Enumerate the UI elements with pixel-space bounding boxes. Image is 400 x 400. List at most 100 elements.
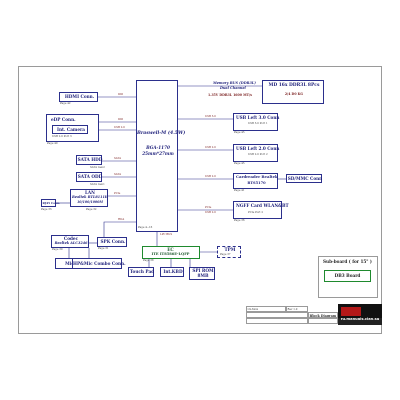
signal-hda: HDA xyxy=(118,218,125,221)
spi-rom-sub: 8MB xyxy=(197,273,209,278)
memory-chip-label: MD 16x DDR3L 8Pcs xyxy=(268,83,320,88)
sdmmc-conn-label: SD/MMC Conn xyxy=(287,176,323,181)
cpu-block: Braswell-M (4.5W) BGA-1170 25mm*27mm Pag… xyxy=(136,80,186,232)
watermark: ru.manuals.clan.su xyxy=(338,317,382,325)
titleblock-row-b xyxy=(246,318,308,324)
signal-lan-pcie: PCIe xyxy=(114,192,121,195)
signal-wlan-usb: USB 2.0 xyxy=(205,211,216,214)
usb2-sub: USB 2.0 Port 2 xyxy=(248,153,268,156)
wlan-sub: PCIe Port 2 xyxy=(248,211,264,214)
hdmi-conn-block: HDMI Conn. xyxy=(59,92,98,102)
signal-sata-hdd: SATA xyxy=(114,157,121,160)
memory-chip-block: MD 16x DDR3L 8Pcs 2/4 D0 KG xyxy=(262,80,324,104)
codec-block: Codec Realtek ALC3246 xyxy=(51,235,89,248)
db-board-label: DB3 Board xyxy=(334,273,361,278)
edp-page: Page 40 xyxy=(47,142,58,145)
lan-sub: 10/100/1000M xyxy=(77,200,103,204)
usb2-page: Page 45 xyxy=(234,162,245,165)
lan-page: Page 32 xyxy=(86,208,97,211)
ec-block: EC ITE IT8586E-LQFP xyxy=(142,246,200,259)
wlan-page: Page 36 xyxy=(234,219,245,222)
memory-bus-label: Memory BUS (DDR3L) xyxy=(213,81,256,85)
cardreader-page: Page 41 xyxy=(234,189,245,192)
signal-edp-usb: USB 2.0 xyxy=(114,126,125,129)
rj45-block: RJ45 Conn. xyxy=(41,199,60,207)
hp-mic-combo-block: HP&Mic Combo Conn. xyxy=(72,258,126,269)
codec-chip: Realtek ALC3246 xyxy=(54,241,88,245)
titleblock-row-a xyxy=(246,312,308,318)
sata-odd-label: SATA ODD xyxy=(77,174,103,179)
cpu-size: 25mm*27mm xyxy=(142,151,174,156)
usb3-conn-block: USB Left 3.0 Conn USB 3.0 Port 1 xyxy=(233,113,280,131)
ec-chip: ITE IT8586E-LQFP xyxy=(151,252,190,256)
titleblock-cell-1: LS-Xxxx xyxy=(246,306,286,312)
cpu-package: BGA-1170 xyxy=(146,145,170,150)
mic-label: Mic xyxy=(65,261,74,266)
signal-wlan-pcie: PCIe xyxy=(205,206,212,209)
signal-card-usb: USB 2.0 xyxy=(205,175,216,178)
cpu-title: Braswell-M (4.5W) xyxy=(137,131,186,136)
logo-mark xyxy=(341,307,361,316)
hp-mic-combo-label: HP&Mic Combo Conn. xyxy=(73,261,126,266)
subboard-title: Sub-board ( for 15" ) xyxy=(323,259,372,264)
lan-block: LAN Realtek RTL8111H 10/100/1000M xyxy=(70,189,108,207)
lan-label: LAN xyxy=(84,190,96,195)
touchpad-block: Touch Pad xyxy=(128,267,154,277)
usb3-conn-label: USB Left 3.0 Conn xyxy=(236,115,280,120)
edp-conn-label: eDP Conn. xyxy=(51,117,76,122)
sdmmc-conn-block: SD/MMC Conn xyxy=(286,174,322,183)
cardreader-label: Cardreader Realtek xyxy=(236,174,278,179)
hdmi-page: Page 42 xyxy=(60,102,71,105)
signal-usb30: USB 3.0 xyxy=(205,115,216,118)
rj45-label: RJ45 Conn. xyxy=(42,201,61,205)
cardreader-block: Cardreader Realtek RTS5170 xyxy=(233,173,278,189)
edp-usb-port: USB 2.0 Port 3 xyxy=(52,135,72,138)
sata-hdd-label: SATA HDD xyxy=(77,157,103,162)
cpu-page: Page 4~16 xyxy=(138,226,153,229)
cardreader-chip: RTS5170 xyxy=(247,181,266,185)
wlan-card-label: NGFF Card WLAN&BT xyxy=(236,203,289,208)
tpm-block: TPM Page 37 xyxy=(217,246,241,258)
usb3-page: Page 45 xyxy=(234,131,245,134)
sata-hdd-block: SATA HDD xyxy=(76,155,102,165)
signal-lpc: LPC BUS xyxy=(160,233,173,236)
ec-page: Page 38 xyxy=(143,259,154,262)
signal-sata-odd: SATA xyxy=(114,173,121,176)
ec-label: EC xyxy=(167,247,174,252)
spi-rom-block: SPI ROM 8MB xyxy=(189,267,215,280)
memory-channel: Dual Channel xyxy=(220,86,246,90)
signal-edp-ddi: DDI xyxy=(118,118,124,121)
lan-chip: Realtek RTL8111H xyxy=(71,195,109,199)
camera-label: Int. Camera xyxy=(57,127,85,132)
schematic-sheet xyxy=(18,66,382,334)
memory-spec: 1.35V DDR3L 1600 MT/s xyxy=(208,93,252,97)
codec-page: Page 30 xyxy=(52,248,63,251)
spk-page: Page 31 xyxy=(98,247,109,250)
codec-label: Codec xyxy=(63,236,79,241)
titleblock-cell-2: Rev 1.0 xyxy=(286,306,308,312)
memory-chip-sub: 2/4 D0 KG xyxy=(284,92,304,96)
subboard-frame: Sub-board ( for 15" ) DB3 Board xyxy=(318,256,378,298)
db-board-block: DB3 Board xyxy=(324,270,371,282)
usb2-conn-label: USB Left 2.0 Conn xyxy=(236,146,280,151)
usb3-sub: USB 3.0 Port 1 xyxy=(248,122,268,125)
sata-odd-block: SATA ODD xyxy=(76,172,102,182)
camera-block: Int. Camera xyxy=(52,125,88,134)
tpm-sub: Page 37 xyxy=(220,253,231,256)
tpm-label: TPM xyxy=(224,247,236,252)
touchpad-label: Touch Pad xyxy=(129,269,155,274)
wlan-card-block: NGFF Card WLAN&BT PCIe Port 2 xyxy=(233,201,289,219)
signal-usb20-right: USB 2.0 xyxy=(205,146,216,149)
titleblock-title: Block Diagram xyxy=(308,312,338,318)
hdmi-conn-label: HDMI Conn. xyxy=(64,94,95,99)
signal-ddi: DDI xyxy=(118,93,124,96)
sata-odd-sub: SATA Gen1 xyxy=(90,183,105,186)
rj45-page: Page 33 xyxy=(41,208,52,211)
titleblock-logo xyxy=(338,304,382,318)
titleblock-row-c xyxy=(308,318,338,324)
edp-conn-block: eDP Conn. Int. Camera USB 2.0 Port 3 xyxy=(46,114,99,142)
spi-rom-label: SPI ROM xyxy=(192,268,214,273)
spk-conn-block: SPK Conn. xyxy=(97,237,127,247)
spk-conn-label: SPK Conn. xyxy=(100,239,126,244)
